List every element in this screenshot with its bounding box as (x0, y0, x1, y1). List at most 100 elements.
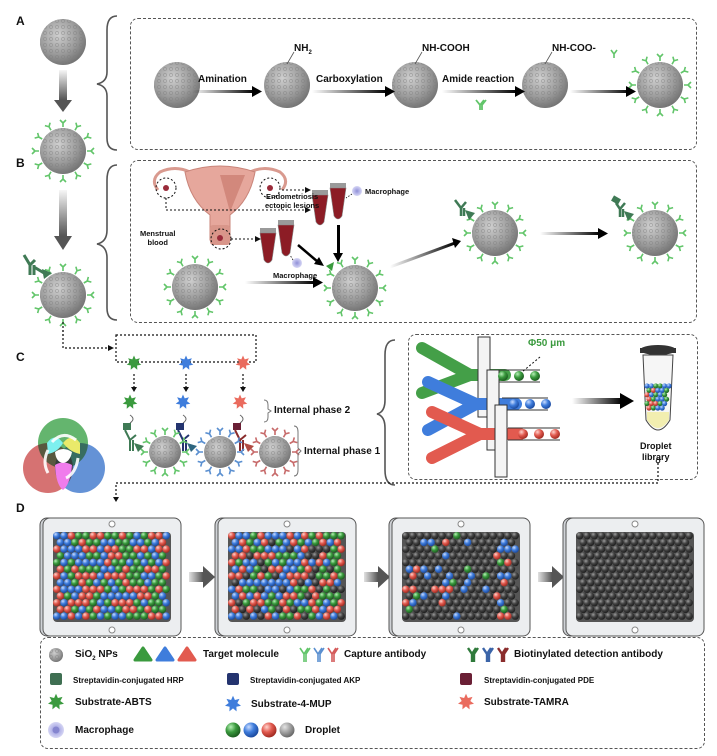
droplet (253, 592, 261, 600)
droplet (271, 558, 280, 567)
droplet (96, 545, 105, 553)
capture-antibody-icon (675, 214, 684, 222)
capture-antibody-icon (205, 466, 213, 475)
complex-green (123, 414, 144, 452)
capture-antibody-icon (206, 258, 214, 267)
droplet (242, 532, 250, 540)
droplet (605, 532, 613, 540)
droplet (467, 558, 476, 567)
droplet (579, 592, 587, 600)
target-molecule-green (326, 262, 334, 271)
droplet (681, 538, 690, 547)
droplet (260, 605, 269, 614)
substrate-4mup-icon (178, 355, 194, 370)
droplet (500, 592, 508, 600)
droplet (667, 578, 675, 587)
droplet (93, 578, 101, 587)
droplet (322, 532, 331, 540)
droplet (129, 538, 137, 547)
droplet (496, 572, 505, 580)
droplet (330, 572, 338, 580)
droplet (144, 565, 152, 573)
droplet (685, 558, 693, 567)
droplet (53, 599, 61, 607)
droplet (409, 545, 417, 553)
droplet (641, 612, 650, 620)
droplet (442, 565, 450, 573)
droplet (133, 612, 141, 620)
droplet (279, 558, 287, 567)
droplet (264, 558, 272, 567)
droplet (155, 599, 163, 607)
droplet (659, 592, 668, 600)
droplet (464, 552, 472, 560)
droplet (456, 565, 465, 573)
droplet (405, 605, 413, 614)
chip-hole-icon (457, 520, 465, 528)
droplet (681, 578, 690, 587)
droplet (133, 572, 141, 580)
droplet (96, 599, 105, 607)
droplet (63, 538, 72, 547)
droplet (507, 605, 516, 614)
droplet (147, 612, 156, 620)
capture-antibody-icon (44, 315, 52, 324)
np-a-step4 (628, 53, 692, 117)
droplet (586, 578, 595, 587)
droplet (311, 538, 320, 547)
droplet (427, 552, 435, 560)
droplet (147, 585, 156, 593)
droplet-red-3 (550, 429, 560, 439)
droplet (330, 545, 338, 553)
arrow-b-final (540, 228, 608, 239)
droplet (122, 592, 130, 600)
droplet (144, 592, 152, 600)
droplet (445, 585, 454, 593)
arrow-amination (192, 86, 262, 97)
droplet (53, 532, 61, 540)
legend-detection-antibody-icons (467, 647, 509, 662)
droplet (297, 552, 305, 560)
droplet (460, 572, 468, 580)
droplet (246, 538, 254, 547)
droplet (576, 585, 584, 593)
droplet (158, 565, 167, 573)
droplet (337, 532, 345, 540)
droplet (412, 538, 421, 547)
droplet (311, 592, 320, 600)
capture-antibody-icon (140, 448, 148, 456)
droplet (308, 599, 316, 607)
droplet (449, 538, 457, 547)
droplet (500, 605, 508, 614)
droplet (605, 572, 613, 580)
droplet (453, 572, 461, 580)
capture-antibody-icon (252, 437, 261, 445)
droplet (238, 605, 247, 614)
droplet (282, 578, 291, 587)
capture-antibody-icon (656, 109, 664, 117)
droplet (456, 578, 465, 587)
droplet (60, 532, 68, 540)
droplet (301, 558, 309, 567)
capture-antibody-icon (366, 308, 374, 317)
droplet (118, 599, 127, 607)
legend-4mup-icon (225, 695, 241, 712)
droplet (478, 538, 486, 547)
droplet (579, 605, 587, 614)
droplet (576, 599, 584, 607)
droplet (601, 565, 609, 573)
droplet (286, 532, 294, 540)
droplet (489, 558, 497, 567)
droplet (489, 545, 497, 553)
droplet (100, 552, 108, 560)
np-b-input (163, 255, 227, 319)
droplet (308, 558, 316, 567)
droplet (271, 532, 280, 540)
droplet (423, 572, 432, 580)
droplet (681, 565, 690, 573)
droplet (453, 558, 461, 567)
droplet (308, 612, 316, 620)
droplet (53, 545, 61, 553)
droplet (115, 538, 123, 547)
